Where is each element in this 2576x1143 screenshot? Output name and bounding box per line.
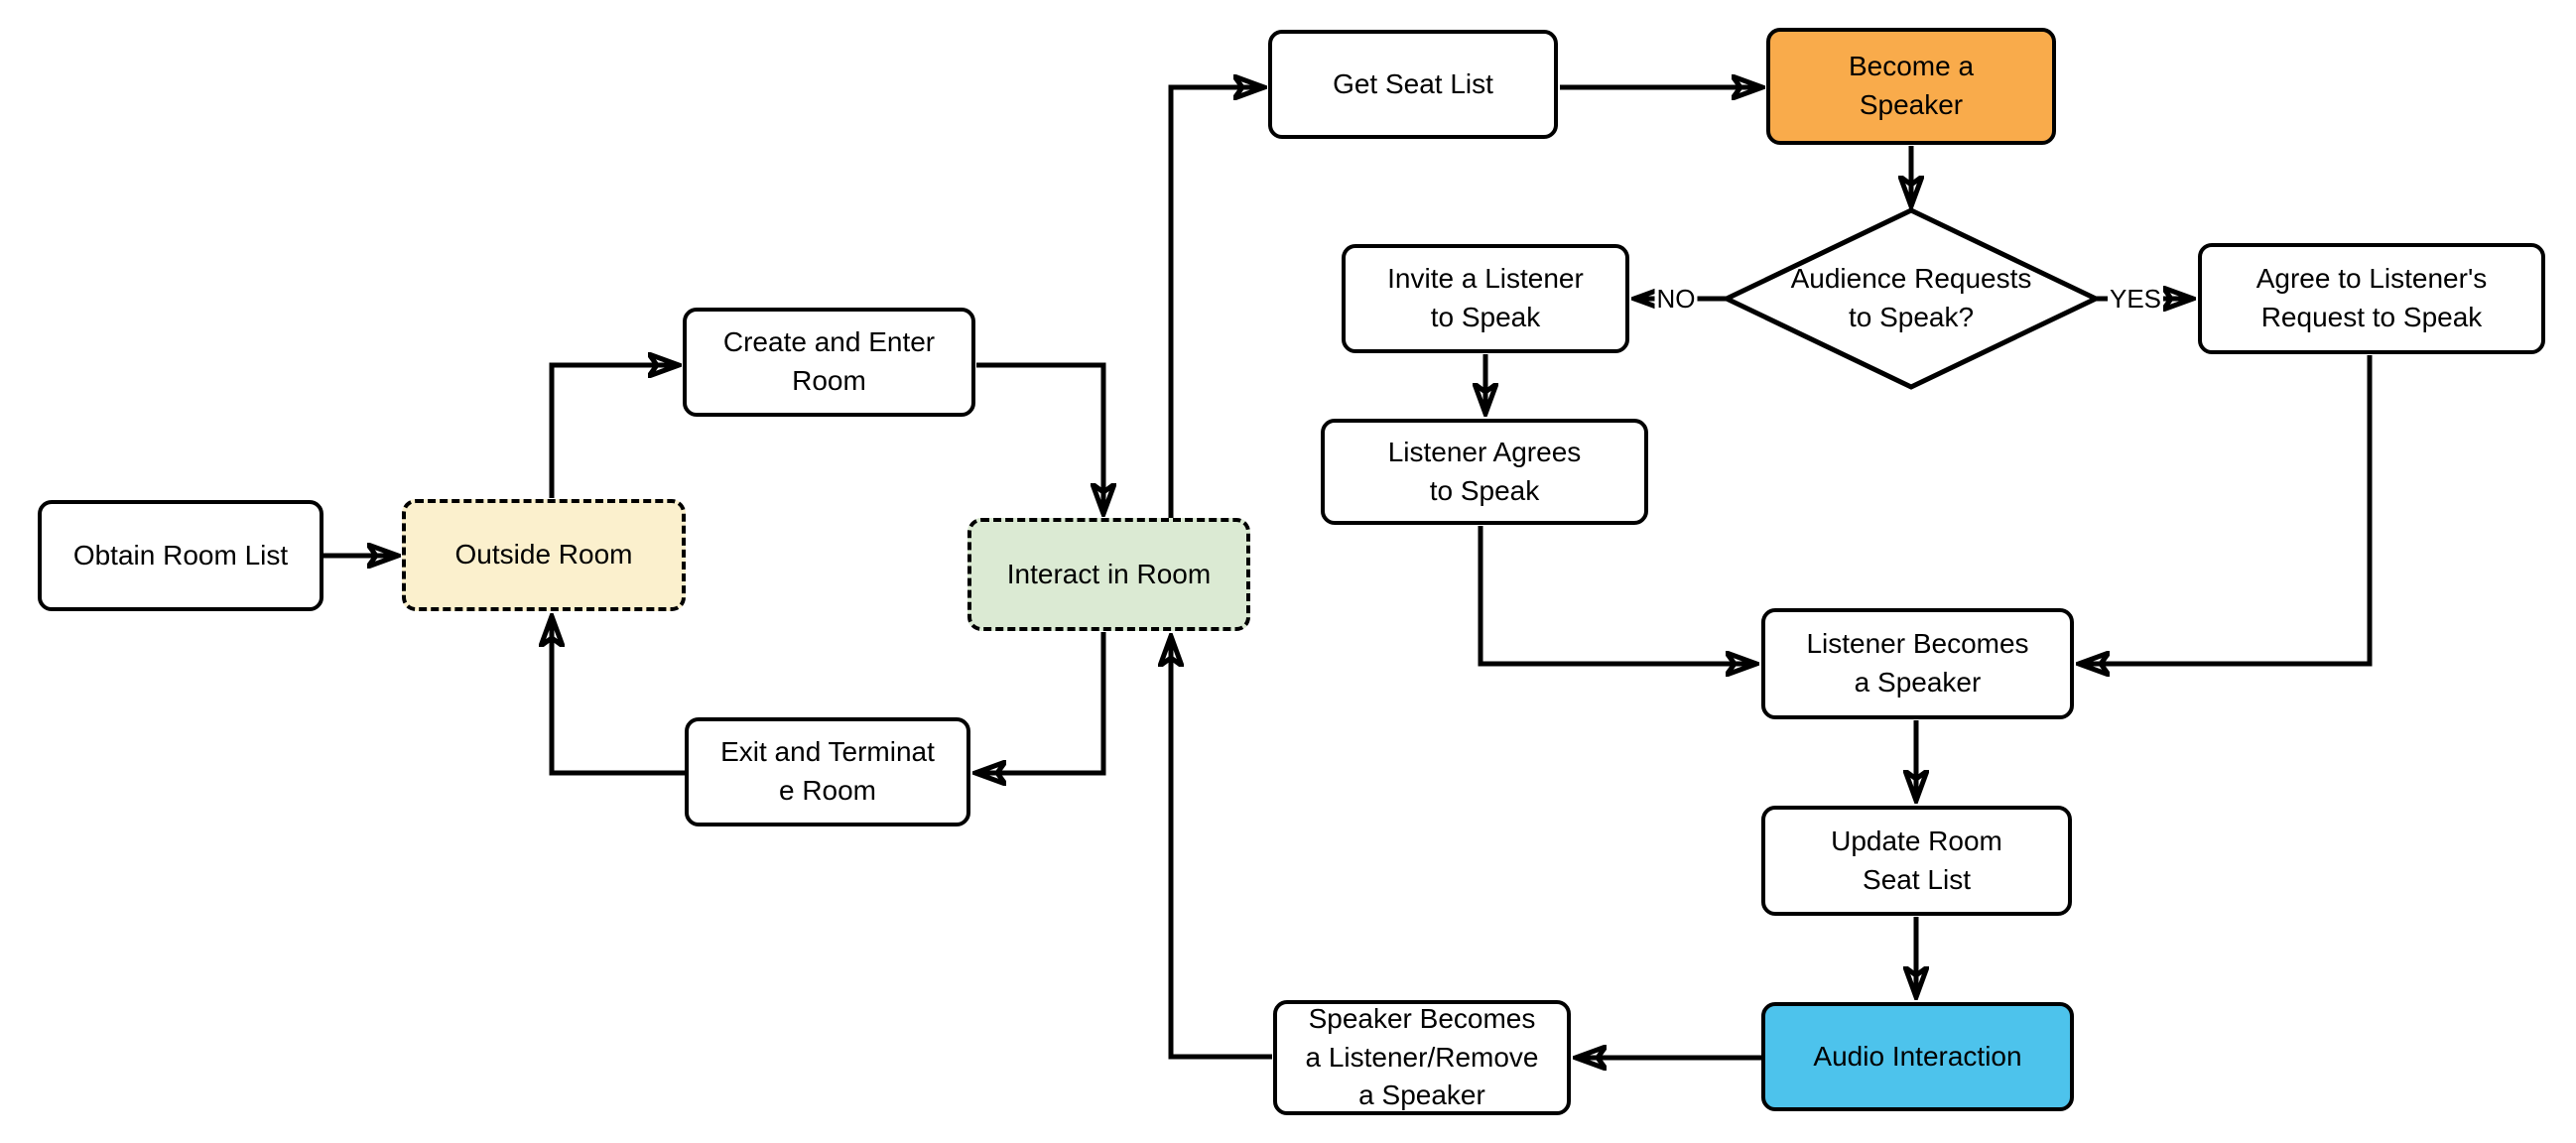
node-become-a-speaker: Become a Speaker [1766,28,2056,145]
node-update-room-seat-list: Update Room Seat List [1761,806,2072,916]
node-outside-room: Outside Room [402,499,686,611]
edge-listeneragrees-to-listenerbecomes [1478,526,1756,664]
edge-label-yes: YES [2107,284,2164,314]
node-interact-in-room: Interact in Room [967,518,1250,631]
edge-speakerbecomes-to-interact [1171,636,1272,1060]
edge-interact-to-exit [975,632,1106,773]
edge-create-to-interact [976,362,1103,514]
edge-outside-to-create [549,365,679,498]
edge-exit-to-outside [552,616,685,776]
node-invite-a-listener-to-speak: Invite a Listener to Speak [1342,244,1629,353]
edge-label-no: NO [1654,284,1698,314]
node-create-and-enter-room: Create and Enter Room [683,308,975,417]
node-get-seat-list: Get Seat List [1268,30,1558,139]
node-exit-and-terminate-room: Exit and Terminat e Room [685,717,970,826]
node-agree-to-listeners-request: Agree to Listener's Request to Speak [2198,243,2545,354]
edge-interact-to-getseatlist [1168,87,1264,518]
node-speaker-becomes-a-listener: Speaker Becomes a Listener/Remove a Spea… [1273,1000,1571,1115]
node-audio-interaction: Audio Interaction [1761,1002,2074,1111]
node-listener-becomes-a-speaker: Listener Becomes a Speaker [1761,608,2074,719]
node-obtain-room-list: Obtain Room List [38,500,323,611]
node-listener-agrees-to-speak: Listener Agrees to Speak [1321,419,1648,525]
decision-audience-requests-label: Audience Requests to Speak? [1790,263,2032,332]
decision-diamond-shape [1721,207,2102,390]
edge-agree-to-listenerbecomes [2079,355,2373,664]
